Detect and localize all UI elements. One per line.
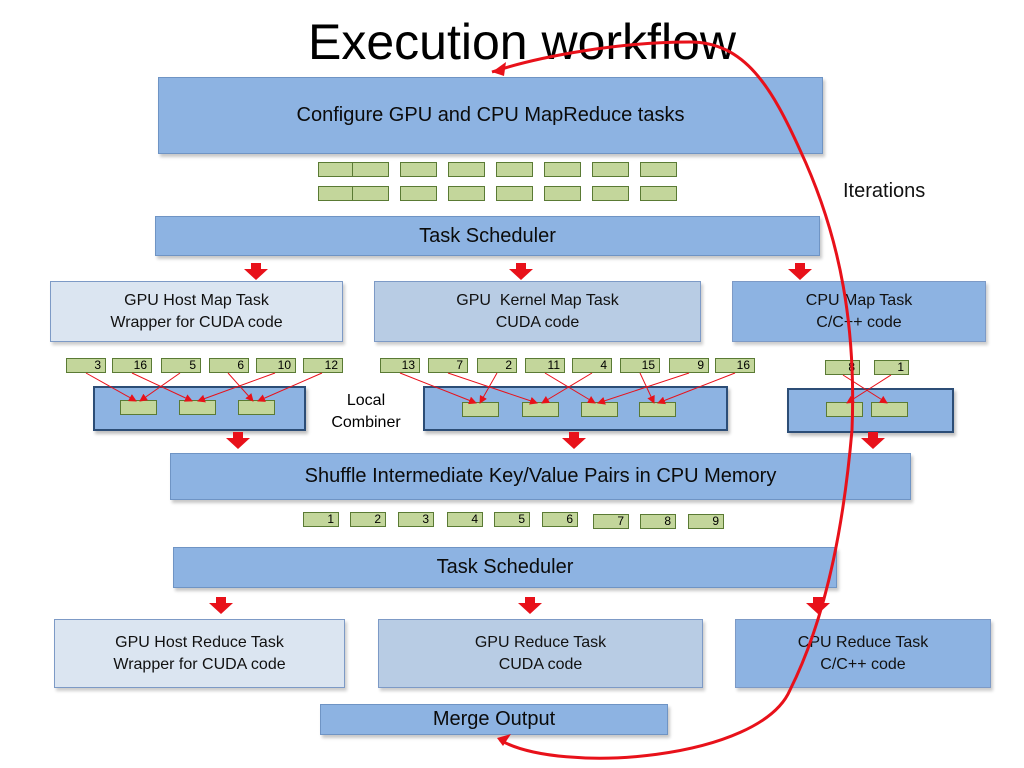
task-chip: [496, 162, 533, 177]
shuffled-key-chip: 9: [688, 514, 724, 529]
gpu-reduce-task: GPU Reduce Task CUDA code: [378, 619, 703, 688]
key-chip: 2: [477, 358, 517, 373]
gpu-reduce-title: GPU Reduce Task: [474, 633, 607, 651]
combined-chip: [871, 402, 908, 417]
shuffle-lines-cpu: [842, 374, 892, 404]
shuffled-key-chip: 6: [542, 512, 578, 527]
local-combiner-label-line2: Combiner: [331, 414, 401, 431]
key-chip: 16: [715, 358, 755, 373]
shuffle-label: Shuffle Intermediate Key/Value Pairs in …: [304, 465, 777, 487]
task-chip: [400, 186, 437, 201]
shuffled-key-chip: 7: [593, 514, 629, 529]
merge-output-bar: Merge Output: [320, 704, 668, 735]
shuffle-lines-gpu-host: [85, 372, 323, 403]
task-scheduler-map: Task Scheduler: [155, 216, 820, 256]
loop-arrowhead-icon: [497, 734, 511, 746]
cpu-reduce-subtitle: C/C++ code: [820, 655, 906, 673]
task-chip: [400, 162, 437, 177]
gpu-host-map-task: GPU Host Map Task Wrapper for CUDA code: [50, 281, 343, 342]
local-combiner-label-line1: Local: [346, 392, 386, 409]
gpu-kernel-map-subtitle: CUDA code: [495, 313, 580, 331]
shuffled-key-chip: 2: [350, 512, 386, 527]
task-chip: [448, 162, 485, 177]
task-chip: [496, 186, 533, 201]
combined-chip: [120, 400, 157, 415]
cpu-map-task: CPU Map Task C/C++ code: [732, 281, 986, 342]
shuffled-key-chip: 4: [447, 512, 483, 527]
gpu-host-reduce-task: GPU Host Reduce Task Wrapper for CUDA co…: [54, 619, 345, 688]
gpu-host-reduce-subtitle: Wrapper for CUDA code: [113, 655, 286, 673]
task-chip: [352, 162, 389, 177]
task-chip: [448, 186, 485, 201]
task-chip: [640, 186, 677, 201]
local-combiner-label: Local Combiner: [318, 390, 414, 434]
configure-tasks-label: Configure GPU and CPU MapReduce tasks: [296, 104, 685, 126]
key-chip: 13: [380, 358, 420, 373]
cpu-reduce-title: CPU Reduce Task: [797, 633, 929, 651]
gpu-host-reduce-title: GPU Host Reduce Task: [115, 633, 284, 651]
iterations-loop-arrow: [491, 40, 855, 760]
task-scheduler-reduce-label: Task Scheduler: [436, 556, 574, 578]
down-arrow-icon: [209, 597, 830, 614]
task-chip: [544, 162, 581, 177]
shuffled-key-chip: 1: [303, 512, 339, 527]
key-chip: 9: [669, 358, 709, 373]
task-chip: [592, 186, 629, 201]
key-chip: 4: [572, 358, 612, 373]
gpu-host-map-subtitle: Wrapper for CUDA code: [110, 313, 283, 331]
gpu-host-map-title: GPU Host Map Task: [124, 291, 269, 309]
key-chip: 5: [161, 358, 201, 373]
task-chip: [352, 186, 389, 201]
shuffle-bar: Shuffle Intermediate Key/Value Pairs in …: [170, 453, 911, 500]
shuffled-key-chip: 3: [398, 512, 434, 527]
task-scheduler-reduce: Task Scheduler: [173, 547, 837, 588]
key-chip: 12: [303, 358, 343, 373]
loop-arrowhead-icon: [492, 62, 506, 76]
combined-chip: [238, 400, 275, 415]
shuffle-lines-gpu-kernel: [399, 372, 736, 405]
merge-output-label: Merge Output: [432, 708, 556, 730]
task-chip: [640, 162, 677, 177]
down-arrow-icon: [244, 263, 812, 280]
down-arrow-icon: [226, 432, 885, 449]
cpu-reduce-task: CPU Reduce Task C/C++ code: [735, 619, 991, 688]
shuffled-key-chip: 8: [640, 514, 676, 529]
key-chip: 10: [256, 358, 296, 373]
cpu-map-title: CPU Map Task: [805, 291, 913, 309]
key-chip: 3: [66, 358, 106, 373]
gpu-kernel-map-task: GPU Kernel Map Task CUDA code: [374, 281, 701, 342]
key-chip: 1: [874, 360, 909, 375]
combined-chip: [522, 402, 559, 417]
key-chip: 16: [112, 358, 152, 373]
key-chip: 7: [428, 358, 468, 373]
gpu-kernel-map-title: GPU Kernel Map Task: [456, 291, 619, 309]
task-chip: [592, 162, 629, 177]
key-chip: 11: [525, 358, 565, 373]
key-chip: 15: [620, 358, 660, 373]
shuffled-key-chip: 5: [494, 512, 530, 527]
configure-tasks-bar: Configure GPU and CPU MapReduce tasks: [158, 77, 823, 154]
gpu-reduce-subtitle: CUDA code: [498, 655, 583, 673]
iterations-label: Iterations: [843, 180, 926, 202]
task-scheduler-map-label: Task Scheduler: [419, 224, 556, 247]
cpu-map-subtitle: C/C++ code: [816, 313, 902, 331]
key-chip: 6: [209, 358, 249, 373]
task-chip: [544, 186, 581, 201]
